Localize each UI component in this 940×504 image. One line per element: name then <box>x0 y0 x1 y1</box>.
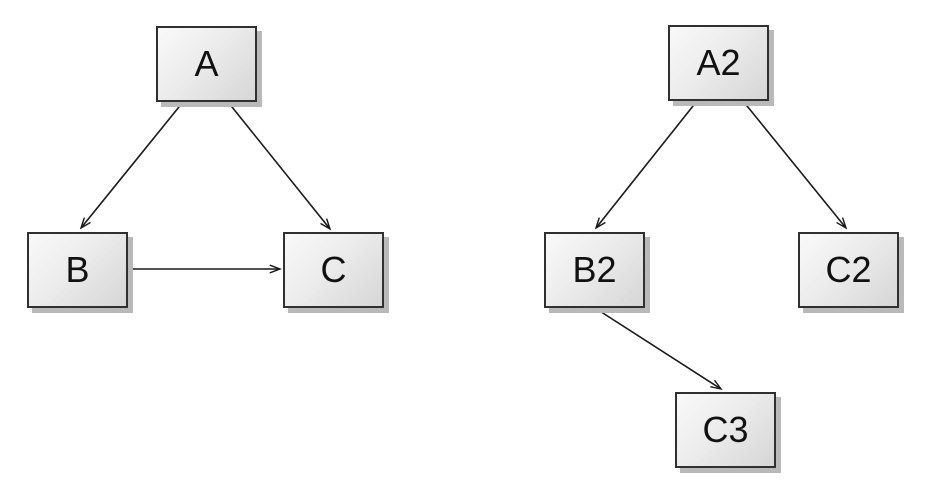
edge-A-to-B <box>79 101 184 230</box>
node-C2: C2 <box>798 232 899 308</box>
node-C: C <box>283 232 384 308</box>
node-B2-label: B2 <box>572 249 617 290</box>
node-B: B <box>27 232 128 308</box>
node-A2: A2 <box>668 25 769 101</box>
node-C3: C3 <box>675 392 776 468</box>
node-A-label: A <box>194 43 219 84</box>
node-A2-label: A2 <box>696 42 741 83</box>
edge-B2-to-C3 <box>594 307 723 391</box>
edge-A2-to-B2 <box>594 100 698 230</box>
node-C2-label: C2 <box>825 249 872 290</box>
node-B-label: B <box>65 249 90 290</box>
edge-A-to-C <box>227 101 332 231</box>
edge-A2-to-C2 <box>742 100 848 230</box>
node-B2: B2 <box>544 232 645 308</box>
node-A: A <box>156 26 257 102</box>
node-C3-label: C3 <box>702 409 749 450</box>
node-C-label: C <box>320 249 347 290</box>
